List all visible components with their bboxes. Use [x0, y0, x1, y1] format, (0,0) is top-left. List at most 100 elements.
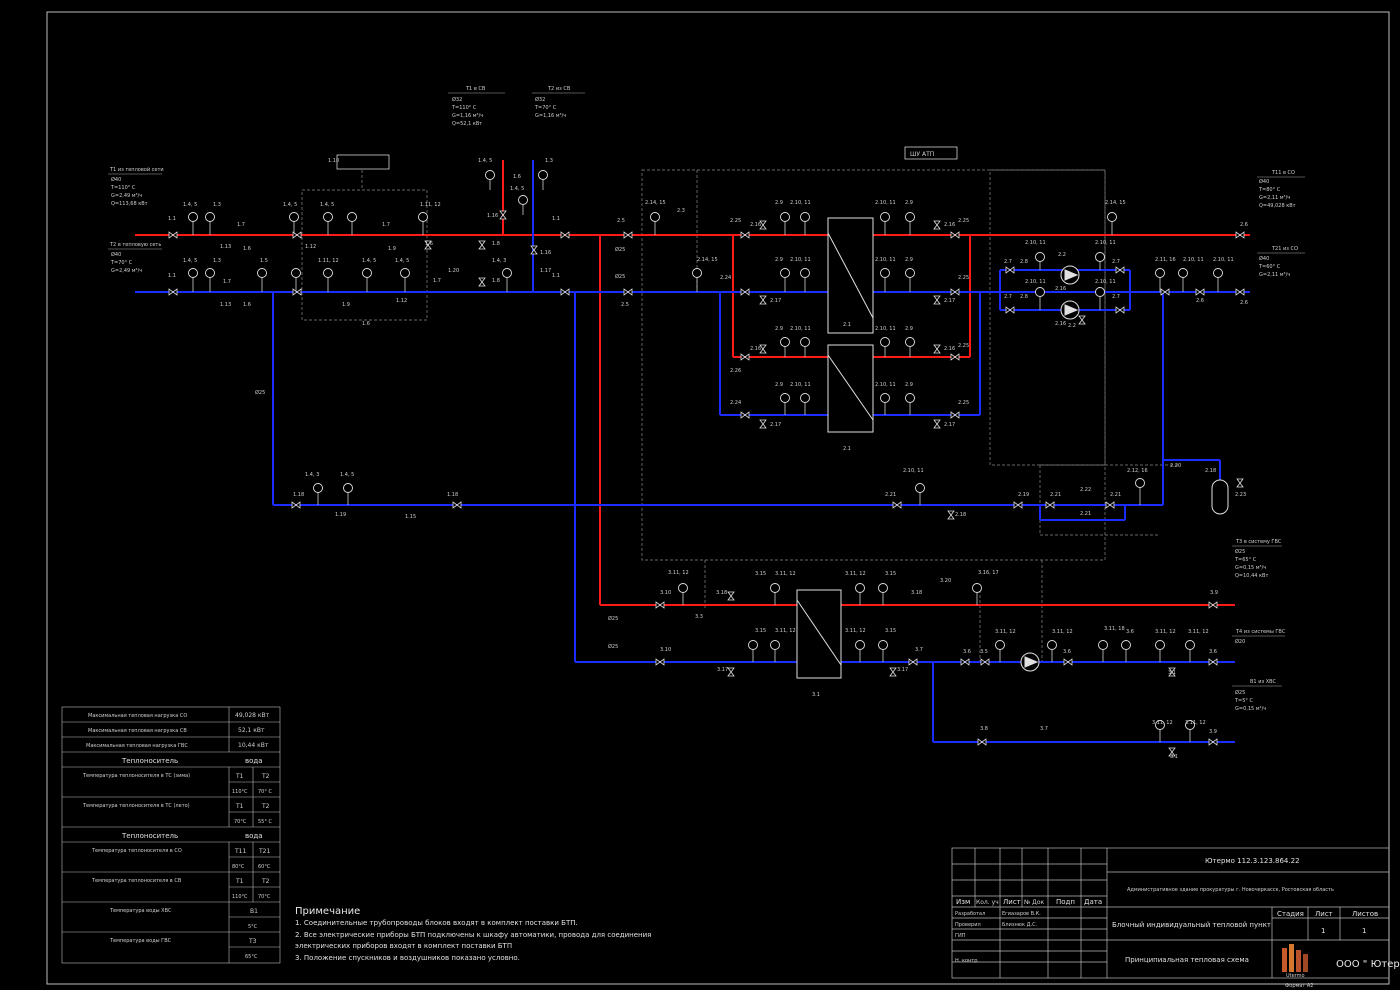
valve-icon — [1105, 501, 1115, 509]
svg-text:Изм: Изм — [956, 898, 970, 906]
gauge-icon — [855, 583, 865, 593]
controller-box-label: 1.10 — [328, 158, 339, 164]
svg-text:Т1 в СВ: Т1 в СВ — [465, 86, 486, 92]
svg-text:Т1: Т1 — [235, 803, 244, 810]
svg-text:49,028 кВт: 49,028 кВт — [235, 712, 270, 719]
svg-text:T=70° С: T=70° С — [110, 260, 133, 266]
svg-text:1.6: 1.6 — [425, 241, 433, 247]
svg-text:2.5: 2.5 — [621, 302, 629, 308]
svg-text:52,1 кВт: 52,1 кВт — [238, 727, 265, 734]
gauge-icon — [800, 212, 810, 222]
svg-text:Максимальная тепловая нагрузка: Максимальная тепловая нагрузка ГВС — [86, 743, 188, 749]
svg-text:2.9: 2.9 — [775, 200, 783, 206]
svg-text:2.10, 11: 2.10, 11 — [1025, 279, 1046, 285]
svg-text:T=65° С: T=65° С — [1234, 557, 1257, 563]
svg-text:2.2: 2.2 — [1058, 252, 1066, 258]
svg-text:T=110° С: T=110° С — [110, 185, 136, 191]
svg-text:1.5: 1.5 — [260, 258, 268, 264]
position-labels: 1.1 1.1 1.4, 5 1.3 1.4, 5 1.3 1.13 1.13 … — [168, 158, 1248, 760]
svg-text:3.11, 12: 3.11, 12 — [995, 629, 1016, 635]
svg-text:2.16: 2.16 — [750, 222, 761, 228]
svg-text:3.11, 12: 3.11, 12 — [1185, 720, 1206, 726]
company-logo-icon: Utermo — [1282, 944, 1308, 979]
valve-icon — [655, 658, 665, 666]
svg-text:вода: вода — [245, 832, 263, 840]
gauge-icon — [1185, 640, 1195, 650]
valve-icon — [291, 501, 301, 509]
valve-icon — [1235, 231, 1245, 239]
svg-text:Ø25: Ø25 — [608, 643, 618, 650]
svg-text:Дата: Дата — [1084, 898, 1102, 906]
svg-text:2.16: 2.16 — [750, 346, 761, 352]
svg-text:2.21: 2.21 — [1080, 511, 1091, 517]
valve-icon — [530, 245, 538, 255]
svg-text:Т2 из СВ: Т2 из СВ — [547, 86, 571, 92]
svg-text:1.6: 1.6 — [243, 246, 251, 252]
svg-text:60°С: 60°С — [258, 864, 271, 870]
valve-icon — [655, 601, 665, 609]
svg-text:Т21: Т21 — [258, 848, 270, 855]
svg-text:Т2: Т2 — [261, 878, 270, 885]
svg-text:2. Все электрические приборы Б: 2. Все электрические приборы БТП подключ… — [295, 931, 651, 939]
callout-t2-sv: Т2 из СВ Ø32 T=70° С G=1,16 м³/ч — [532, 86, 585, 119]
svg-text:2.24: 2.24 — [720, 275, 731, 281]
svg-text:Теплоноситель: Теплоноситель — [121, 832, 178, 840]
svg-text:Т2: Т2 — [261, 773, 270, 780]
svg-text:G=2,11 м³/ч: G=2,11 м³/ч — [1259, 272, 1290, 278]
svg-text:10,44 кВт: 10,44 кВт — [238, 742, 269, 749]
svg-text:2.9: 2.9 — [905, 257, 913, 263]
gauge-icon — [878, 640, 888, 650]
pumps — [1020, 265, 1229, 672]
svg-text:1.7: 1.7 — [433, 278, 441, 284]
gauge-icon — [1047, 640, 1057, 650]
svg-text:3.3: 3.3 — [695, 614, 703, 620]
svg-text:2.7: 2.7 — [1112, 259, 1120, 265]
svg-text:Т21 из СО: Т21 из СО — [1271, 246, 1298, 252]
svg-text:T=70° С: T=70° С — [534, 105, 557, 111]
svg-text:2.10, 11: 2.10, 11 — [875, 382, 896, 388]
gauge-icon — [1107, 212, 1117, 222]
gauge-icon — [188, 268, 198, 278]
svg-text:2.14, 15: 2.14, 15 — [697, 257, 718, 263]
svg-text:2.18: 2.18 — [1205, 468, 1216, 474]
gauge-icon — [1178, 268, 1188, 278]
valve-icon — [292, 288, 302, 296]
svg-text:2.10, 11: 2.10, 11 — [790, 382, 811, 388]
svg-text:Температура воды ХВС: Температура воды ХВС — [109, 908, 172, 914]
svg-text:1.12: 1.12 — [396, 298, 407, 304]
svg-text:2.21: 2.21 — [1050, 492, 1061, 498]
svg-text:1.16: 1.16 — [487, 213, 498, 219]
svg-text:2.14, 15: 2.14, 15 — [645, 200, 666, 206]
svg-text:5°С: 5°С — [248, 924, 258, 930]
svg-text:1.3: 1.3 — [545, 158, 553, 164]
svg-text:3.11, 18: 3.11, 18 — [1104, 626, 1125, 632]
gauge-icon — [538, 170, 548, 180]
valve-icon — [452, 501, 462, 509]
svg-text:Т11: Т11 — [234, 848, 246, 855]
svg-text:1.4, 5: 1.4, 5 — [478, 158, 492, 164]
automation-cabinet — [904, 146, 958, 160]
svg-text:Егиазаров В.К.: Егиазаров В.К. — [1002, 911, 1041, 917]
svg-text:G=0,15 м³/ч: G=0,15 м³/ч — [1235, 706, 1266, 712]
svg-text:1.4, 5: 1.4, 5 — [183, 258, 197, 264]
gauge-icon — [880, 212, 890, 222]
valve-icon — [740, 411, 750, 419]
svg-text:Т1 из тепловой сети: Т1 из тепловой сети — [109, 166, 164, 173]
valve-icon — [759, 295, 767, 305]
gauge-icon — [905, 212, 915, 222]
svg-text:В1: В1 — [250, 908, 258, 915]
valve-icon — [933, 220, 941, 230]
svg-text:Ø32: Ø32 — [452, 96, 462, 103]
svg-text:70°С: 70°С — [258, 894, 271, 900]
svg-text:1.11, 12: 1.11, 12 — [318, 258, 339, 264]
svg-text:55° С: 55° С — [258, 819, 272, 825]
svg-text:1.13: 1.13 — [220, 244, 231, 250]
valve-icon — [424, 240, 432, 250]
callout-v1-hvs: В1 из ХВС Ø25 T=5° С G=0,15 м³/ч — [1232, 679, 1282, 712]
svg-text:1.4, 5: 1.4, 5 — [320, 202, 334, 208]
svg-text:1.1: 1.1 — [168, 273, 176, 279]
valve-icon — [977, 738, 987, 746]
gauge-icon — [347, 212, 357, 222]
gauge-icon — [800, 393, 810, 403]
svg-text:3.1: 3.1 — [812, 692, 820, 698]
